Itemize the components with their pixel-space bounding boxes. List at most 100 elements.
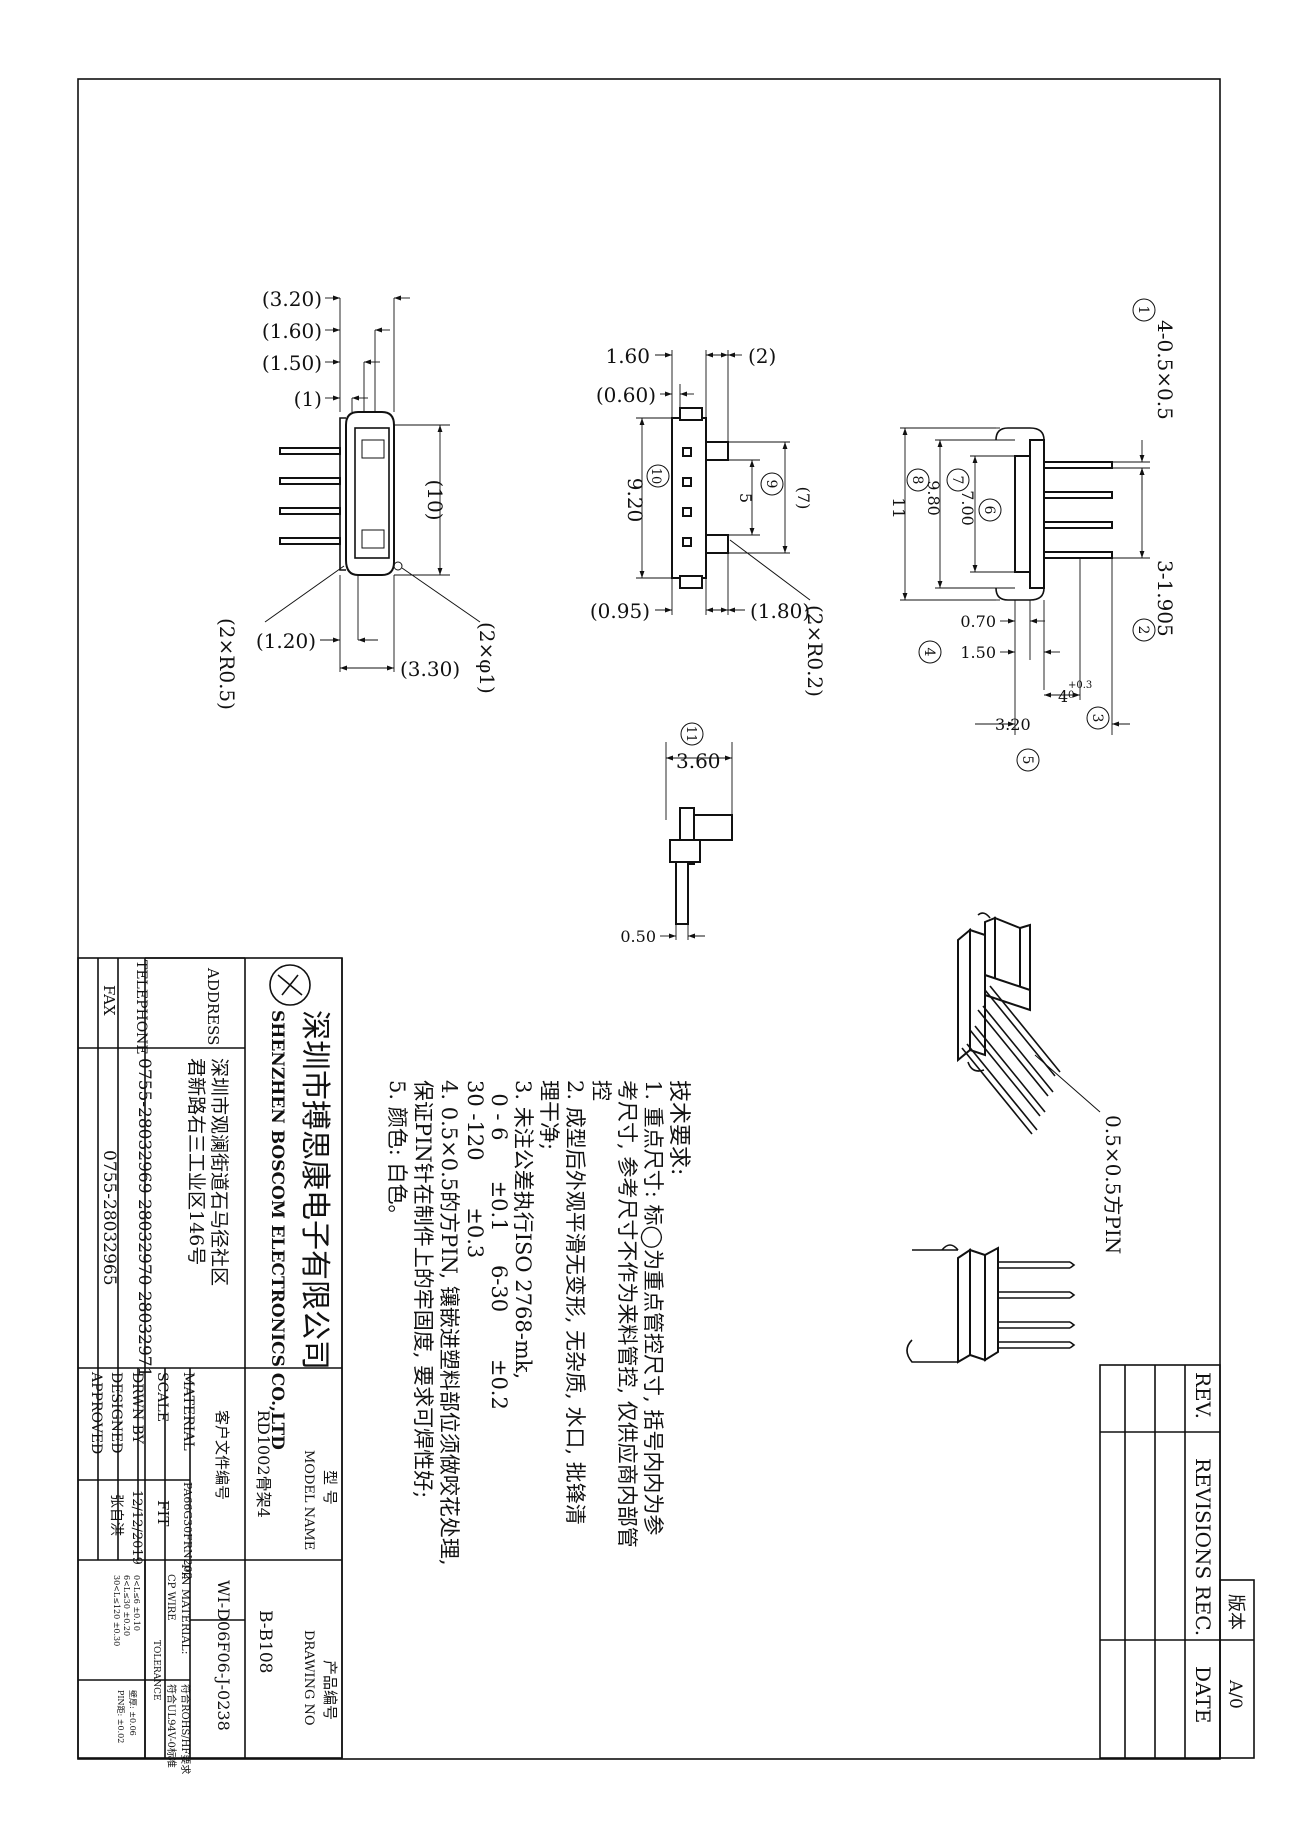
scale-value: FIT [154,1500,172,1526]
pin-dim-pitch: 3-1.905 [1153,560,1177,637]
callout-11: 11 [683,726,698,743]
notes-line: 5. 颜色: 白色。 [385,1080,409,1225]
front-dim-5: 5 [736,493,755,503]
callout-3: 3 [1089,714,1105,723]
side-dim-1-60: (1.60) [262,319,322,343]
pin-material-label: PIN MATERIAL: [179,1564,192,1654]
pin-view: 4-0.5×0.5 3-1.905 11 9.80 7.00 0.70 1.50… [888,298,1177,772]
front-dim-9-20: 9.20 [623,478,647,523]
tolerance-right: 壁厚: ±0.06 [128,1690,138,1736]
customer-file-label: 客户文件编号 [213,1410,231,1500]
iso-pin-label: 0.5×0.5方PIN [1101,1115,1125,1254]
pin-material-value: CP WIRE [165,1574,176,1621]
revision-block: REV. REVISIONS REC. DATE 版本 A/0 [1099,1364,1255,1759]
model-value: RD1002骨架4 [254,1410,273,1518]
notes-heading: 技术要求: [666,1080,691,1175]
revisions-label: REVISIONS REC. [1191,1458,1215,1636]
callout-5: 5 [1019,756,1035,765]
tolerance-row: 30<L≤120 ±0.30 [112,1575,121,1646]
address-line2: 君新路右三工业区146号 [185,1058,207,1265]
pin-dim-9-80: 9.80 [924,480,943,516]
detail-view: 11 3.60 0.50 [620,722,733,946]
detail-dim-0-50: 0.50 [620,927,656,946]
side-dim-10: (10) [423,479,447,520]
pin-dim-4-tol-lower: 0 [1068,690,1074,701]
front-dim-7: (7) [794,487,813,510]
scale-label: SCALE [154,1372,170,1422]
telephone-label: TELEPHONE [133,960,149,1055]
tolerance-row: 0<L≤6 ±0.10 [132,1575,141,1631]
callout-1: 1 [1135,306,1151,315]
fax-value: 0755-28032965 [99,1150,119,1286]
approved-label: APPROVED [88,1371,104,1454]
designed-label: DESIGNED [108,1372,124,1453]
detail-dim-3-60: 3.60 [676,749,721,773]
model-label-en: MODEL NAME [301,1450,316,1550]
notes-line: 理干净; [537,1080,561,1150]
company-name-en: SHENZHEN BOSCOM ELECTRONICS CO.,LTD [267,1010,287,1450]
notes-line: 4. 0.5×0.5的方PIN, 镶嵌进塑料部位须做咬花处理, [437,1080,461,1566]
callout-10: 10 [648,468,663,485]
tolerance-label: TOLERANCE [151,1640,161,1701]
callout-8: 8 [909,476,925,485]
side-dim-1-50: (1.50) [262,351,322,375]
rohs-note: 符合ROHS/HF要求 [179,1684,192,1774]
ul-note: 符合UL94V-0标准 [165,1684,178,1768]
designed-value: 张自洪 [108,1494,124,1536]
front-dim-0-60: (0.60) [596,383,656,407]
drawn-label: DRWN BY [129,1372,145,1445]
front-dim-radius: (2×R0.2) [803,605,827,697]
notes-line: 保证PIN针在制件上的牢固度, 要求可焊性好; [411,1080,435,1498]
callout-6: 6 [981,506,997,515]
company-logo: BS [289,985,291,987]
notes-line: 1. 重点尺寸: 标◯为重点管控尺寸, 括号内内为参 [640,1080,665,1535]
front-dim-2: (2) [748,344,776,368]
address-line1: 深圳市观澜街道石马径社区 [208,1058,230,1286]
isometric-view-bottom [906,1244,1076,1364]
model-label-cn: 型 号 [321,1470,339,1505]
pin-dim-11: 11 [888,497,908,519]
version-label: 版本 [1225,1594,1246,1630]
pin-dim-spec: 4-0.5×0.5 [1153,320,1177,420]
drawing-label-cn: 产品编号 [321,1660,339,1720]
company-name-cn: 深圳市搏思康电子有限公司 [297,1010,332,1370]
title-block: BS 深圳市搏思康电子有限公司 SHENZHEN BOSCOM ELECTRON… [77,957,343,1774]
front-dim-1-80: (1.80) [750,599,810,623]
callout-7: 7 [949,476,965,485]
front-dim-1-60: 1.60 [605,344,650,368]
pin-dim-7-00: 7.00 [958,490,977,526]
drawing-value: B-B108 [255,1610,275,1674]
side-dim-3-30: (3.30) [400,657,460,681]
notes-line: 30 -120 ±0.3 [463,1080,487,1258]
front-dim-0-95: (0.95) [590,599,650,623]
pin-dim-3-20: 3.20 [995,715,1031,734]
notes-line: 0 - 6 ±0.1 6-30 ±0.2 [487,1080,511,1410]
drawing-label-en: DRAWING NO [301,1630,316,1726]
side-view: (3.20) (1.60) (1.50) (1) (10) (2×R0.5) (… [215,287,499,710]
side-dim-radius: (2×R0.5) [215,618,239,710]
pin-dim-1-50: 1.50 [960,643,996,662]
material-value: PA66G30FRN202 [181,1482,194,1580]
callout-2: 2 [1135,626,1151,635]
material-label: MATERIAL [180,1372,196,1451]
notes-line: 控 [589,1080,613,1101]
fax-label: FAX [100,985,118,1016]
callout-9: 9 [763,480,779,489]
side-dim-1: (1) [294,387,322,411]
notes-line: 考尺寸, 参考尺寸不作为来料管控, 仅供应商内部管 [615,1080,639,1548]
notes-line: 2. 成型后外观平滑无变形, 无杂质, 水口, 批锋清 [563,1080,587,1525]
isometric-view-top: 0.5×0.5方PIN [957,912,1125,1254]
pin-dim-4-tol-upper: +0.3 [1068,680,1092,691]
version-value: A/0 [1225,1679,1245,1709]
pin-dim-0-70: 0.70 [960,612,996,631]
tolerance-right: PIN距: ±0.02 [116,1690,125,1743]
front-view: 1.60 (2) (0.60) 9.20 (7) 5 (0.95) (1.80)… [590,344,827,697]
telephone-value: 0755-28032969 28032970 28032971 [134,1058,154,1377]
side-dim-3-20: (3.20) [262,287,322,311]
pin-dim-4: 4 [1058,687,1068,706]
drawn-value: 12/12/2019 [129,1490,144,1565]
side-dim-hole: (2×φ1) [475,622,499,694]
customer-file-value: WI-D06F06-J-0238 [214,1580,233,1731]
callout-4: 4 [921,648,937,657]
